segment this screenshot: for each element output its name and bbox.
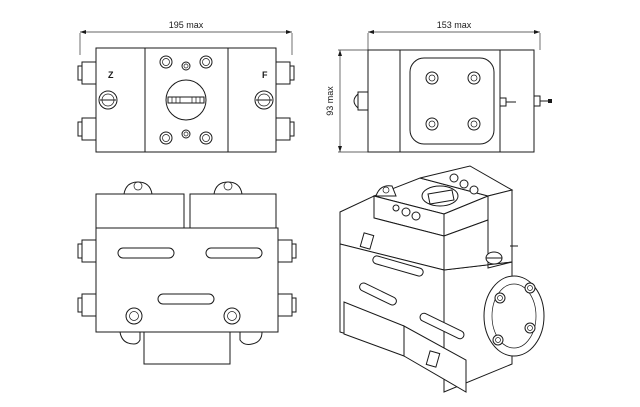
right-marker-label: F: [262, 70, 268, 80]
depth-dimension-label: 153 max: [437, 20, 472, 30]
side-left-knob: [353, 91, 369, 111]
plan-top-block-left: [95, 193, 185, 229]
plan-top-bump-left: [123, 181, 153, 195]
right-fittings: [275, 61, 295, 141]
plan-view: [77, 181, 297, 365]
isometric-view: [339, 165, 545, 393]
left-marker-label: Z: [108, 70, 114, 80]
width-dimension: 195 max: [79, 20, 293, 55]
plan-slot-1: [117, 247, 175, 259]
iso-slot-2: [359, 282, 397, 306]
side-flange: [409, 57, 495, 145]
iso-slot-3: [419, 312, 465, 340]
plan-slot-2: [205, 247, 263, 259]
left-fittings: [77, 61, 97, 141]
plan-body: [95, 227, 279, 333]
plan-top-block-right: [189, 193, 277, 229]
bottom-ports: [159, 129, 213, 145]
height-dimension-label: 93 max: [325, 86, 335, 116]
right-knob: [254, 90, 274, 110]
plan-bottom-block: [143, 331, 231, 365]
iso-slot-1: [372, 255, 424, 277]
central-selector: [165, 79, 207, 121]
top-ports: [159, 55, 213, 71]
plan-top-bump-right: [213, 181, 243, 195]
front-view: 195 max Z F: [77, 20, 295, 153]
side-view: 153 max 93 max: [325, 20, 552, 153]
side-right-pins: [499, 95, 552, 107]
depth-dimension: 153 max: [367, 20, 541, 50]
width-dimension-label: 195 max: [169, 20, 204, 30]
height-dimension: 93 max: [325, 49, 368, 153]
plan-slot-3: [157, 293, 215, 305]
left-knob: [98, 90, 118, 110]
